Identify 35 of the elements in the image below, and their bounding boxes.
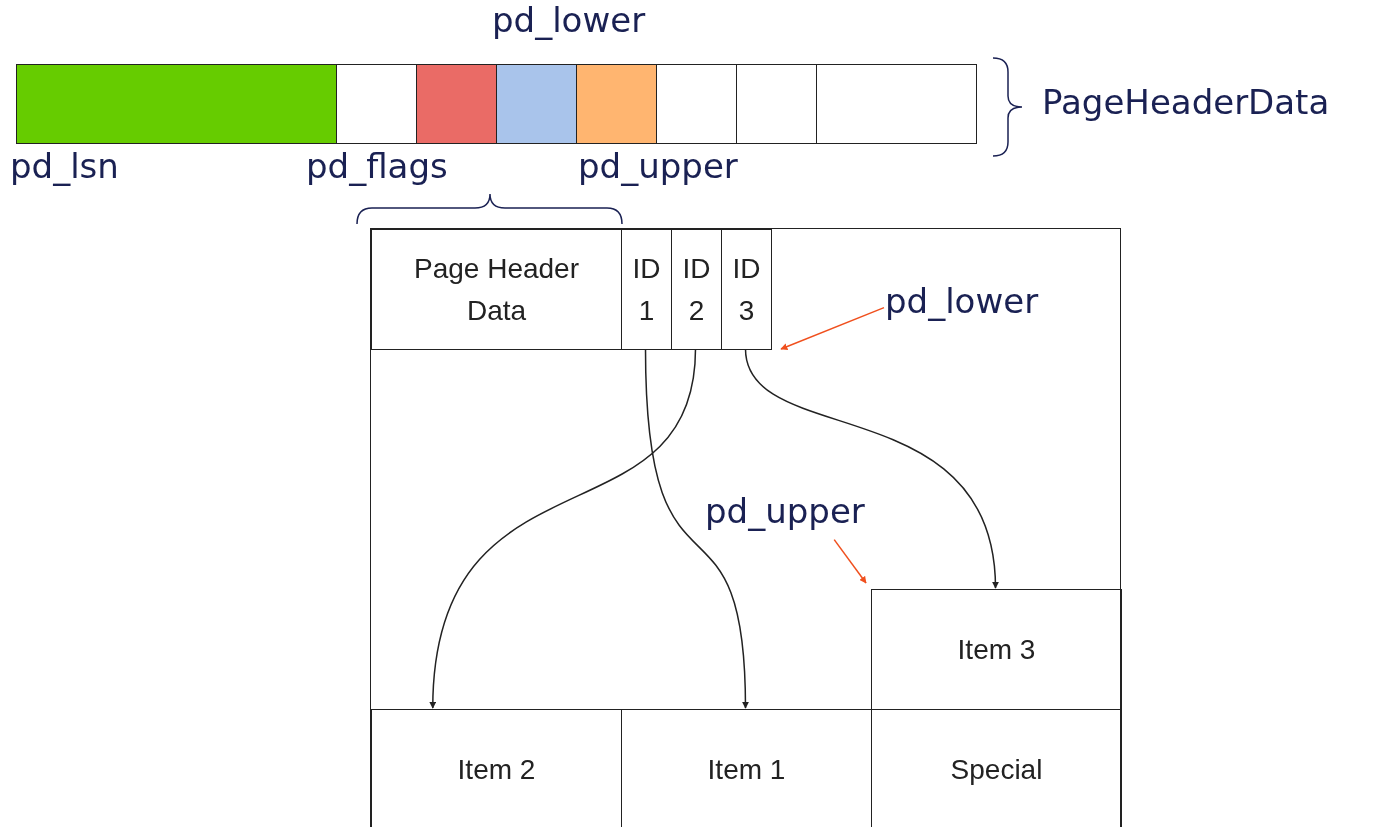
pointer-arrow [744,348,999,589]
field-label: pd_flags [306,146,448,187]
page-region-cell [371,229,622,350]
field-label: pd_lower [492,0,646,41]
bar-segment [576,64,657,144]
page-region-cell [871,589,1122,710]
cell-text: Page Header Data [413,251,580,328]
pointer-arrow [833,538,867,584]
cell-text: Item 3 [957,632,1036,667]
pointer-label: pd_lower [885,281,1039,322]
cell-text: Item 2 [457,752,536,787]
field-label: pd_lsn [10,146,119,187]
bar-segment [736,64,817,144]
cell-text: Item 1 [707,752,786,787]
field-label: pd_upper [578,146,738,187]
bar-segment [656,64,737,144]
pointer-arrow [780,306,885,350]
page-region-cell [371,709,622,827]
cell-text: ID 1 [631,251,662,328]
field-label: PageHeaderData [1042,82,1330,123]
cell-text: ID 2 [681,251,712,328]
cell-text: ID 3 [731,251,762,328]
bar-segment [816,64,977,144]
pointer-arrow [644,348,749,709]
page-region-cell [671,229,722,350]
page-region-cell [621,229,672,350]
bar-segment [496,64,577,144]
cell-text: Special [950,752,1043,787]
page-layout-box [370,228,1121,827]
bar-segment [16,64,337,144]
pointer-label: pd_upper [705,491,865,532]
pointer-arrow [429,348,697,709]
bar-segment [416,64,497,144]
bar-segment [336,64,417,144]
page-region-cell [721,229,772,350]
